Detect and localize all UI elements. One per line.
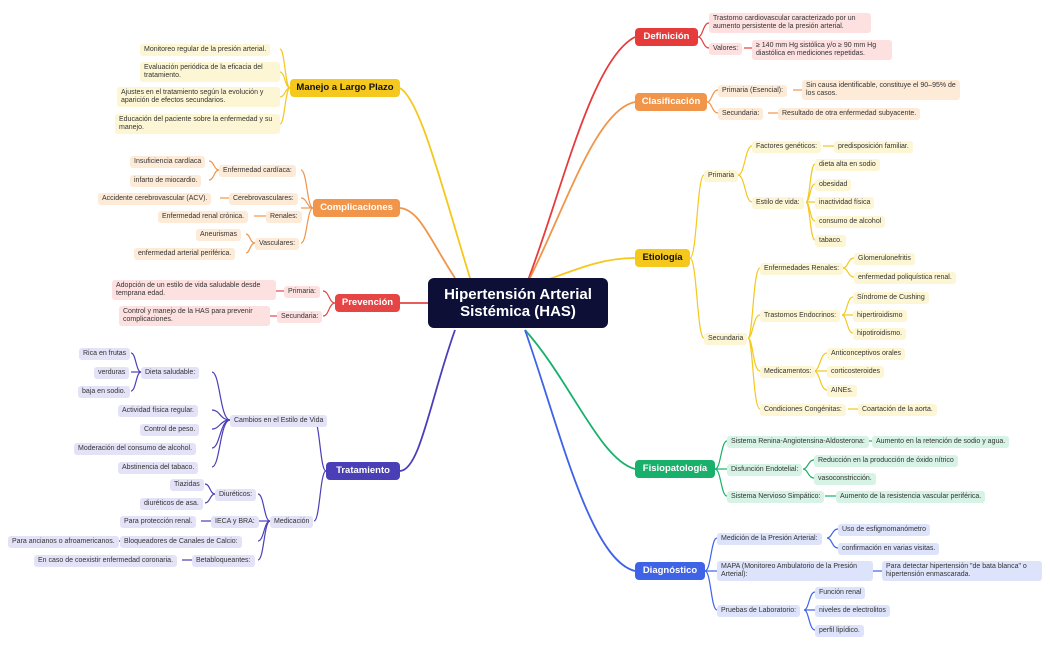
branch-clasificacion[interactable]: Clasificación [635, 93, 707, 111]
clasificacion-secundaria-label: Secundaria: [718, 108, 764, 121]
trat-cambios-item: Control de peso. [140, 424, 200, 437]
trat-diureticos-item: Tiazidas [170, 479, 204, 492]
trat-dieta: Dieta saludable: [141, 367, 200, 380]
clasificacion-primaria: Sin causa identificable, constituye el 9… [802, 80, 960, 101]
trat-diureticos: Diuréticos: [215, 489, 257, 502]
etiologia-renales-item: enfermedad poliquística renal. [854, 272, 956, 285]
fisio-disfuncion: Disfunción Endotelial: [727, 464, 803, 477]
fisio-sraa-item: Aumento en la retención de sodio y agua. [872, 436, 1010, 449]
trat-diureticos-item: diuréticos de asa. [140, 498, 203, 511]
etiologia-renales-item: Glomerulonefritis [854, 253, 915, 266]
comp-renales-item: Enfermedad renal crónica. [158, 211, 249, 224]
trat-cambios-item: Abstinencia del tabaco. [118, 462, 199, 475]
trat-cambios-item: Moderación del consumo de alcohol. [74, 443, 197, 456]
etiologia-predisposicion: predisposición familiar. [834, 141, 913, 154]
trat-medicacion: Medicación [270, 516, 314, 529]
trat-beta: Betabloqueantes: [192, 555, 255, 568]
etiologia-secundaria: Secundaria [704, 333, 748, 346]
manejo-item: Educación del paciente sobre la enfermed… [115, 114, 280, 135]
trat-dieta-item: baja en sodio. [78, 386, 130, 399]
comp-cardiaca: Enfermedad cardíaca: [219, 165, 296, 178]
manejo-item: Monitoreo regular de la presión arterial… [140, 44, 271, 57]
root-node[interactable]: Hipertensión Arterial Sistémica (HAS) [428, 278, 608, 328]
etiologia-estilo-item: dieta alta en sodio [815, 159, 880, 172]
prev-primaria: Adopción de un estilo de vida saludable … [112, 280, 276, 301]
comp-cerebro-item: Accidente cerebrovascular (ACV). [98, 193, 212, 206]
manejo-item: Ajustes en el tratamiento según la evolu… [117, 87, 280, 108]
branch-diagnostico[interactable]: Diagnóstico [635, 562, 705, 580]
etiologia-medicamentos: Medicamentos: [760, 366, 816, 379]
etiologia-factores: Factores genéticos: [752, 141, 822, 154]
etiologia-medicamentos-item: AINEs. [827, 385, 857, 398]
branch-prevencion[interactable]: Prevención [335, 294, 400, 312]
fisio-disfuncion-item: vasoconstricción. [814, 473, 876, 486]
etiologia-primaria: Primaria [704, 170, 739, 183]
trat-cambios-item: Actividad física regular. [118, 405, 198, 418]
diag-pruebas-item: Función renal [815, 587, 866, 600]
etiologia-estilo-item: inactividad física [815, 197, 875, 210]
diag-pruebas-item: niveles de electrolitos [815, 605, 890, 618]
comp-cardiaca-item: Insuficiencia cardíaca [130, 156, 206, 169]
definicion-valores: ≥ 140 mm Hg sistólica y/o ≥ 90 mm Hg dia… [752, 40, 892, 61]
trat-dieta-item: Rica en frutas [79, 348, 131, 361]
prev-primaria-label: Primaria: [284, 286, 321, 299]
branch-definicion[interactable]: Definición [635, 28, 698, 46]
fisio-nervioso: Sistema Nervioso Simpático: [727, 491, 825, 504]
diag-medicion-item: Uso de esfigmomanómetro [838, 524, 931, 537]
diag-pruebas: Pruebas de Laboratorio: [717, 605, 801, 618]
etiologia-endocrinos-item: hipotiroidismo. [853, 328, 907, 341]
comp-renales: Renales: [266, 211, 302, 224]
etiologia-renales: Enfermedades Renales: [760, 263, 844, 276]
etiologia-medicamentos-item: Anticonceptivos orales [827, 348, 906, 361]
clasificacion-primaria-label: Primaria (Esencial): [718, 85, 788, 98]
fisio-nervioso-item: Aumento de la resistencia vascular perif… [836, 491, 986, 504]
etiologia-congenitas: Condiciones Congénitas: [760, 404, 846, 417]
trat-ieca-item: Para protección renal. [120, 516, 197, 529]
branch-etiologia[interactable]: Etiología [635, 249, 690, 267]
branch-tratamiento[interactable]: Tratamiento [326, 462, 400, 480]
diag-mapa-item: Para detectar hipertensión "de bata blan… [882, 561, 1042, 582]
etiologia-estilo-item: tabaco. [815, 235, 846, 248]
diag-pruebas-item: perfil lipídico. [815, 625, 864, 638]
fisio-disfuncion-item: Reducción en la producción de óxido nítr… [814, 455, 958, 468]
trat-bloqueadores: Bloqueadores de Canales de Calcio: [120, 536, 242, 549]
trat-ieca: IECA y BRA: [211, 516, 259, 529]
branch-complicaciones[interactable]: Complicaciones [313, 199, 400, 217]
diag-medicion: Medición de la Presión Arterial: [717, 533, 822, 546]
branch-fisiopatologia[interactable]: Fisiopatología [635, 460, 715, 478]
branch-manejo[interactable]: Manejo a Largo Plazo [290, 79, 400, 97]
diag-mapa: MAPA (Monitoreo Ambulatorio de la Presió… [717, 561, 873, 582]
comp-cardiaca-item: infarto de miocardio. [130, 175, 202, 188]
trat-beta-item: En caso de coexistir enfermedad coronari… [34, 555, 178, 568]
trat-cambios: Cambios en el Estilo de Vida [230, 415, 328, 428]
fisio-sraa: Sistema Renina-Angiotensina-Aldosterona: [727, 436, 869, 449]
comp-vasculares-item: enfermedad arterial periférica. [134, 248, 236, 261]
trat-bloqueadores-item: Para ancianos o afroamericanos. [8, 536, 119, 549]
etiologia-coartacion: Coartación de la aorta. [858, 404, 937, 417]
comp-vasculares-item: Aneurismas [196, 229, 241, 242]
etiologia-endocrinos-item: hipertiroidismo [853, 310, 907, 323]
etiologia-estilo-item: obesidad [815, 179, 852, 192]
etiologia-endocrinos-item: Síndrome de Cushing [853, 292, 929, 305]
manejo-item: Evaluación periódica de la eficacia del … [140, 62, 280, 83]
trat-dieta-item: verduras [94, 367, 130, 380]
comp-cerebro: Cerebrovasculares: [229, 193, 298, 206]
clasificacion-secundaria: Resultado de otra enfermedad subyacente. [778, 108, 921, 121]
etiologia-estilo: Estilo de vida: [752, 197, 804, 210]
definicion-desc: Trastorno cardiovascular caracterizado p… [709, 13, 871, 34]
definicion-valores-label: Valores: [709, 43, 743, 56]
diag-medicion-item: confirmación en varias visitas. [838, 543, 940, 556]
prev-secundaria-label: Secundaria: [277, 311, 323, 324]
etiologia-endocrinos: Trastornos Endocrinos: [760, 310, 841, 323]
etiologia-medicamentos-item: corticosteroides [827, 366, 885, 379]
comp-vasculares: Vasculares: [255, 238, 300, 251]
etiologia-estilo-item: consumo de alcohol [815, 216, 886, 229]
prev-secundaria: Control y manejo de la HAS para prevenir… [119, 306, 270, 327]
